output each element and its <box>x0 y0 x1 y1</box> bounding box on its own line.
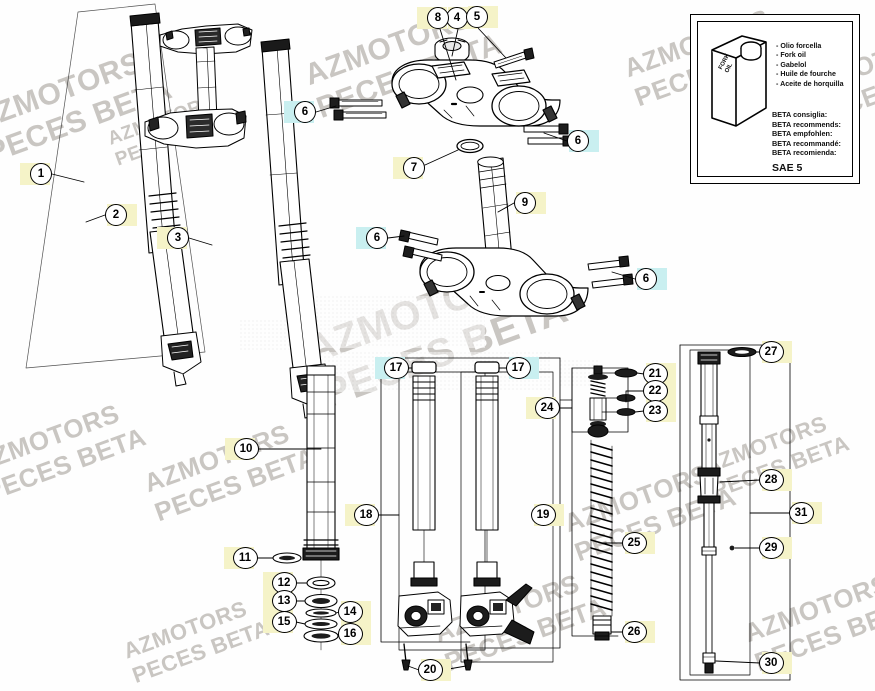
beta-recommendation-1: BETA recommends: <box>772 119 841 129</box>
beta-recommendation-3: BETA recommandé: <box>772 138 841 148</box>
callout-badge-4[interactable]: 4 <box>446 7 468 29</box>
callout-badge-6[interactable]: 6 <box>567 130 589 152</box>
callout-badge-27[interactable]: 27 <box>758 341 784 363</box>
callout-badge-17[interactable]: 17 <box>505 357 531 379</box>
callout-badge-5[interactable]: 5 <box>466 6 488 28</box>
callout-badge-25[interactable]: 25 <box>621 532 647 554</box>
callout-badge-6[interactable]: 6 <box>294 101 316 123</box>
callout-badge-16[interactable]: 16 <box>337 623 363 645</box>
callout-badge-6[interactable]: 6 <box>366 227 388 249</box>
callout-badge-15[interactable]: 15 <box>271 611 297 633</box>
callout-badge-1[interactable]: 1 <box>30 163 52 185</box>
callout-badge-11[interactable]: 11 <box>232 547 258 569</box>
beta-recommendation-2: BETA empfohlen: <box>772 129 833 139</box>
callout-badge-31[interactable]: 31 <box>788 502 814 524</box>
callout-badge-9[interactable]: 9 <box>514 192 536 214</box>
beta-recommendation-list: BETA consiglia:BETA recommends:BETA empf… <box>772 110 841 158</box>
callout-badge-26[interactable]: 26 <box>621 621 647 643</box>
callout-badge-29[interactable]: 29 <box>758 537 784 559</box>
fork-oil-spec-box: FORK OIL - Olio forcella- Fork oil- Gabe… <box>690 14 860 184</box>
callout-badge-18[interactable]: 18 <box>353 504 379 526</box>
oil-name-1: - Fork oil <box>776 51 806 60</box>
callout-badge-10[interactable]: 10 <box>233 438 259 460</box>
callout-badge-20[interactable]: 20 <box>417 659 443 681</box>
callout-badge-13[interactable]: 13 <box>271 590 297 612</box>
callout-badge-28[interactable]: 28 <box>758 469 784 491</box>
oil-name-2: - Gabelol <box>776 60 807 69</box>
callout-badge-30[interactable]: 30 <box>758 652 784 674</box>
oil-name-list: - Olio forcella- Fork oil- Gabelol- Huil… <box>776 42 844 89</box>
oil-name-0: - Olio forcella <box>776 42 822 50</box>
callout-badge-7[interactable]: 7 <box>403 157 425 179</box>
oil-name-3: - Huile de fourche <box>776 70 836 79</box>
beta-recommendation-4: BETA recomienda: <box>772 148 837 158</box>
callout-badge-3[interactable]: 3 <box>167 227 189 249</box>
callout-badge-22[interactable]: 22 <box>642 380 668 402</box>
beta-recommendation-0: BETA consiglia: <box>772 110 828 119</box>
callout-badge-2[interactable]: 2 <box>105 204 127 226</box>
callout-badge-17[interactable]: 17 <box>383 357 409 379</box>
fork-oil-spec-inner-border: FORK OIL - Olio forcella- Fork oil- Gabe… <box>697 21 853 177</box>
oil-name-4: - Aceite de horquilla <box>776 79 844 88</box>
callout-badge-24[interactable]: 24 <box>534 397 560 419</box>
oil-grade-label: SAE 5 <box>772 162 803 174</box>
callout-badge-6[interactable]: 6 <box>635 268 657 290</box>
callout-badge-19[interactable]: 19 <box>530 504 556 526</box>
callout-badge-14[interactable]: 14 <box>337 601 363 623</box>
callout-badge-8[interactable]: 8 <box>427 7 449 29</box>
oil-bottle-illustration <box>711 35 767 127</box>
callout-badge-23[interactable]: 23 <box>642 400 668 422</box>
